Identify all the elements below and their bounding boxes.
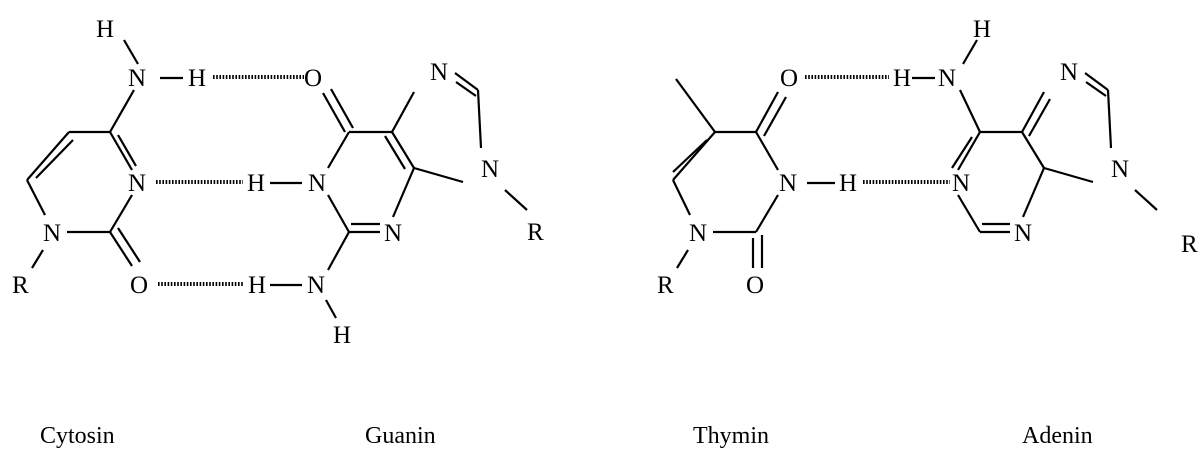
atom-h: H — [248, 272, 266, 299]
atom-h: H — [973, 16, 991, 43]
bond — [327, 194, 350, 233]
base-names: Cytosin Guanin Thymin Adenin — [40, 423, 1093, 449]
label-adenine: Adenin — [1022, 423, 1093, 449]
bond — [476, 89, 483, 149]
label-thymine: Thymin — [693, 423, 769, 449]
bond — [26, 131, 70, 181]
bond — [676, 249, 689, 269]
bond — [675, 78, 716, 133]
atom-h: H — [893, 65, 911, 92]
bond — [951, 136, 973, 169]
atom-h: H — [247, 170, 265, 197]
atom-r: R — [1181, 231, 1198, 258]
atom-n: N — [938, 65, 956, 92]
atom-r: R — [657, 272, 674, 299]
atom-n: N — [128, 170, 146, 197]
bond — [957, 194, 981, 233]
bond — [1134, 189, 1158, 211]
bond — [26, 179, 46, 216]
atom-n: N — [779, 170, 797, 197]
bond — [123, 39, 139, 65]
atom-h: H — [96, 16, 114, 43]
bond — [1085, 81, 1107, 97]
atom-o: O — [304, 65, 322, 92]
bond — [327, 131, 350, 169]
atom-n: N — [1111, 156, 1129, 183]
bond — [384, 135, 406, 170]
bond — [755, 91, 779, 133]
atom-h: H — [188, 65, 206, 92]
label-cytosine: Cytosin — [40, 423, 115, 449]
bond — [755, 194, 779, 233]
bond — [391, 167, 416, 218]
atom-n: N — [384, 220, 402, 247]
bond — [672, 139, 708, 173]
thymine-structure: O N H N O R — [657, 65, 857, 299]
bond — [1021, 91, 1045, 133]
atom-n: N — [430, 59, 448, 86]
atom-n: N — [952, 170, 970, 197]
atom-n: N — [689, 220, 707, 247]
bond — [1106, 89, 1113, 149]
cytosine-structure: H N H N N O R — [12, 16, 206, 299]
bond — [454, 72, 479, 91]
atom-n: N — [1014, 220, 1032, 247]
bond — [109, 231, 133, 267]
adenine-structure: H N H N N N N R — [893, 16, 1198, 258]
bond — [1043, 166, 1094, 184]
atom-n: N — [308, 170, 326, 197]
label-guanine: Guanin — [365, 423, 436, 449]
bond — [117, 227, 141, 263]
bond — [1021, 131, 1045, 169]
bond — [413, 166, 464, 184]
bond — [957, 131, 981, 171]
atom-o: O — [130, 272, 148, 299]
bond — [35, 139, 74, 179]
atom-h: H — [333, 322, 351, 349]
atom-r: R — [527, 219, 544, 246]
bond — [672, 179, 691, 216]
bond — [962, 39, 978, 65]
atom-n: N — [128, 65, 146, 92]
bond — [755, 131, 779, 171]
bond — [330, 88, 354, 129]
hydrogen-bonds-cg — [156, 75, 304, 286]
bond — [325, 299, 337, 319]
bond — [672, 131, 716, 181]
atom-n: N — [307, 272, 325, 299]
bond — [109, 131, 133, 171]
bond — [109, 89, 135, 133]
bond — [31, 249, 44, 269]
bond — [763, 96, 787, 137]
bond — [1021, 167, 1046, 218]
bond — [1028, 98, 1051, 137]
bond — [109, 194, 133, 233]
hydrogen-bonds-ta — [805, 75, 950, 184]
bond — [455, 81, 477, 97]
bond — [1084, 72, 1109, 91]
atom-h: H — [839, 170, 857, 197]
bond — [322, 92, 346, 133]
bond — [391, 131, 415, 169]
bond — [391, 91, 415, 133]
guanine-structure: O H N H N H N N N R — [247, 59, 544, 349]
bond — [327, 231, 350, 271]
atom-n: N — [1060, 59, 1078, 86]
atom-n: N — [43, 220, 61, 247]
bond — [117, 134, 137, 167]
bond — [959, 89, 981, 133]
bond — [504, 189, 528, 211]
atom-n: N — [481, 156, 499, 183]
atom-r: R — [12, 272, 29, 299]
atom-o: O — [746, 272, 764, 299]
atom-o: O — [780, 65, 798, 92]
